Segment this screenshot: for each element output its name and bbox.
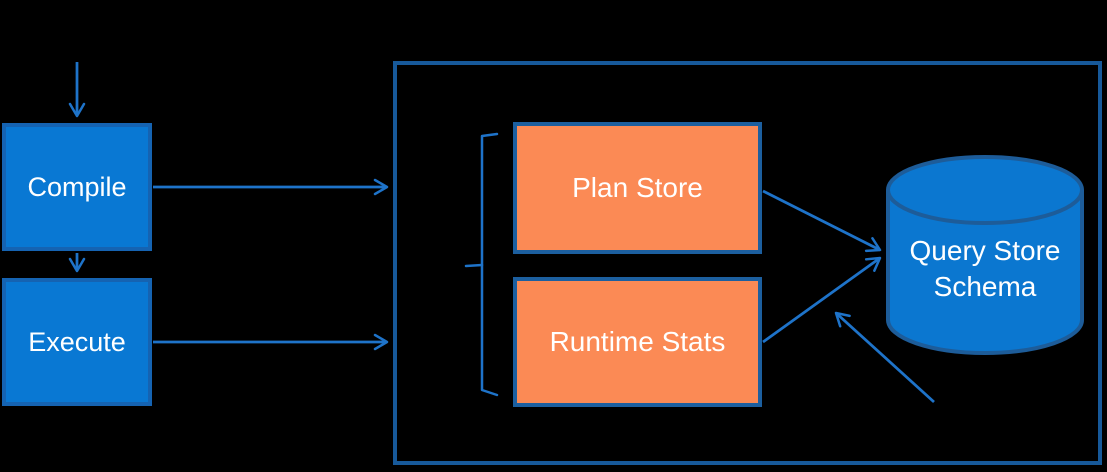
plan-store-label: Plan Store	[572, 172, 703, 203]
query-store-container	[393, 61, 1102, 465]
runtime-stats-label: Runtime Stats	[549, 326, 726, 357]
compile-node: Compile	[2, 123, 152, 251]
runtime-stats-node: Runtime Stats	[513, 277, 762, 407]
execute-label: Execute	[28, 326, 126, 357]
plan-store-node: Plan Store	[513, 122, 762, 254]
query-store-schema-label: Query Store Schema	[888, 233, 1082, 305]
query-store-schema-label-line1: Query Store	[909, 235, 1061, 266]
query-store-schema-label-line2: Schema	[933, 271, 1037, 302]
execute-node: Execute	[2, 278, 152, 406]
compile-label: Compile	[27, 171, 127, 202]
